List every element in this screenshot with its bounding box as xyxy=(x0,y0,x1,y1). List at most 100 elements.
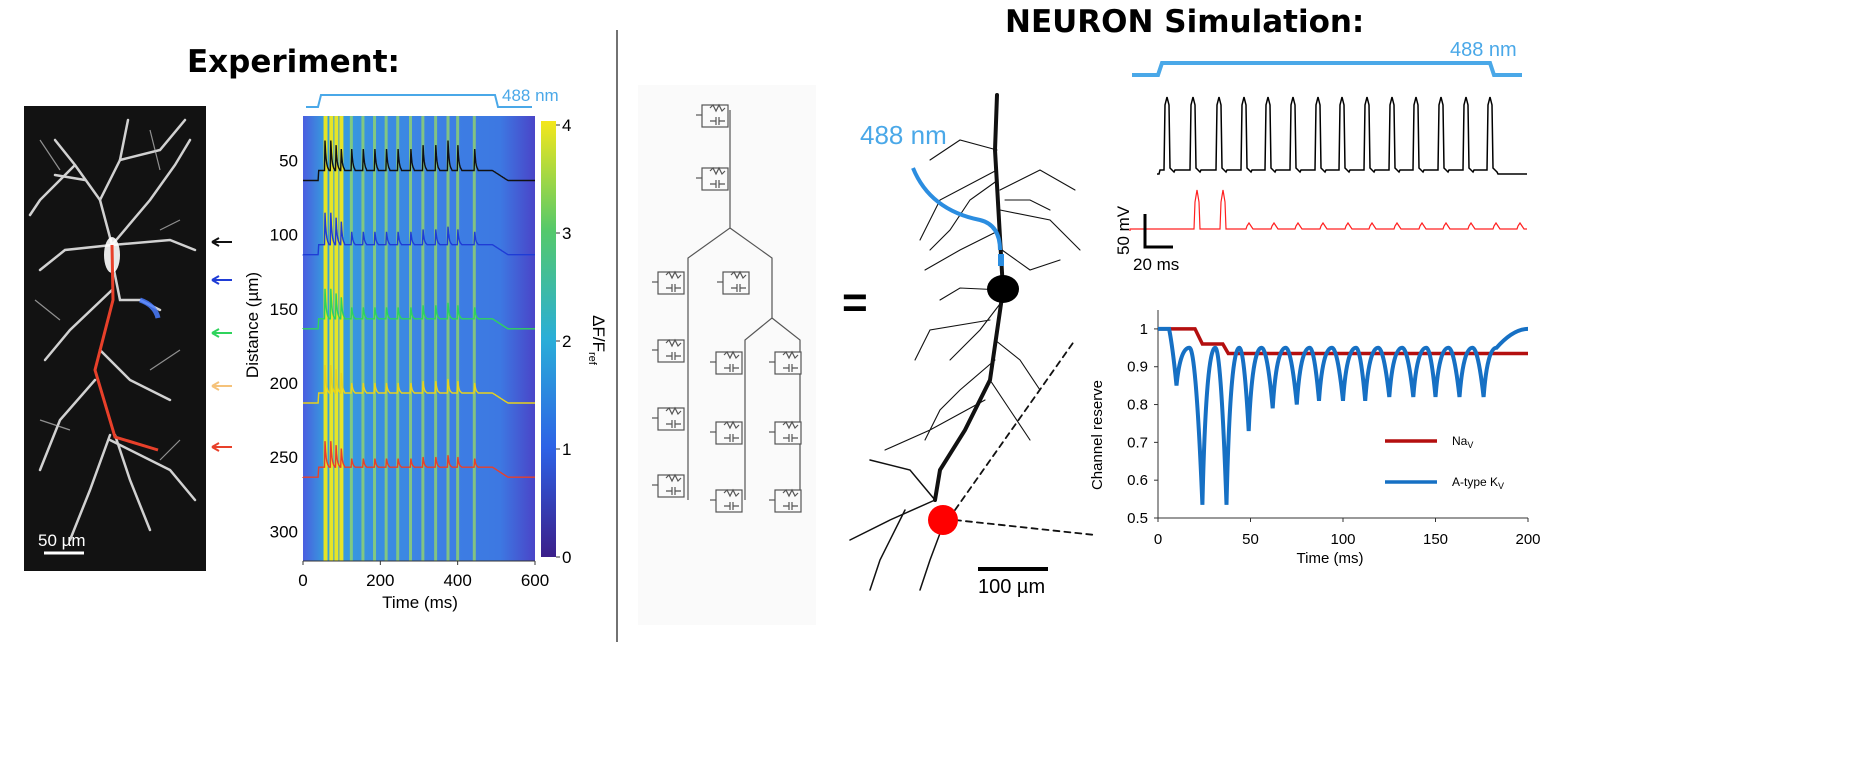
roi-arrows xyxy=(211,237,232,452)
neuron-micrograph: 50 µm xyxy=(24,106,206,571)
roi-arrow xyxy=(211,237,232,247)
kymo-y-label: Distance (µm) xyxy=(243,272,262,378)
rc-unit xyxy=(769,488,802,513)
photostim-spot xyxy=(139,297,161,319)
compartment-circuit xyxy=(638,85,816,625)
kymo-x-tick-label: 600 xyxy=(521,571,549,590)
legend-nav-sub: V xyxy=(1467,440,1473,450)
rc-unit xyxy=(710,420,743,445)
legend-nav-label: NaV xyxy=(1452,434,1473,450)
kymo-trace xyxy=(303,364,535,404)
reserve-x-tick-label: 100 xyxy=(1330,531,1355,548)
rc-unit xyxy=(769,420,802,445)
legend-nav-main: Na xyxy=(1452,434,1468,448)
micrograph-background xyxy=(24,106,206,571)
stim-site xyxy=(998,254,1004,266)
kymo-y-tick-label: 100 xyxy=(270,226,298,245)
dendrite-voltage-trace xyxy=(1129,189,1527,231)
rc-unit xyxy=(710,350,743,375)
spike-band xyxy=(334,116,339,561)
legend-kv-sub: V xyxy=(1498,481,1504,491)
rc-unit xyxy=(696,166,729,191)
kymo-spike-bands xyxy=(323,116,476,561)
reserve-y-label: Channel reserve xyxy=(1089,380,1106,490)
reserve-x-tick-label: 0 xyxy=(1154,531,1162,548)
colorbar-label: ΔF/F xyxy=(589,315,608,352)
reserve-y-tick-label: 0.7 xyxy=(1127,434,1148,451)
colorbar-label-sub: ref xyxy=(586,352,598,366)
reserve-y-tick-label: 0.8 xyxy=(1127,397,1148,414)
kymo-stim-trace xyxy=(306,94,532,108)
nav-series-line xyxy=(1158,327,1528,356)
experiment-title: Experiment: xyxy=(187,44,400,80)
rc-unit xyxy=(769,350,802,375)
spike-band xyxy=(396,116,400,561)
rc-unit xyxy=(717,270,750,295)
kymo-x-tick-label: 200 xyxy=(366,571,394,590)
spike-band xyxy=(329,116,334,561)
kymo-trace xyxy=(303,140,535,182)
reserve-x-tick-label: 50 xyxy=(1242,531,1259,548)
reserve-y-tick-label: 1 xyxy=(1140,321,1148,338)
rc-unit xyxy=(652,270,685,295)
kymo-y-tick-label: 200 xyxy=(270,374,298,393)
basal-dendrites xyxy=(884,287,1041,451)
spike-band xyxy=(421,116,425,561)
apical-tuft xyxy=(919,139,1081,271)
reserve-x-tick-label: 150 xyxy=(1423,531,1448,548)
voltage-traces-panel: 488 nm 50 mV 20 ms xyxy=(1114,39,1527,274)
kymo-y-tick-label: 300 xyxy=(270,522,298,541)
roi-arrow xyxy=(211,328,232,338)
spike-band xyxy=(323,116,328,561)
spike-band xyxy=(446,116,450,561)
cartoon-stim-label: 488 nm xyxy=(860,120,947,150)
kymo-x-tick-label: 400 xyxy=(443,571,471,590)
kymo-trace xyxy=(302,288,535,330)
roi-arrow xyxy=(211,442,232,452)
kymo-x-label: Time (ms) xyxy=(382,593,458,612)
recording-site-red xyxy=(928,505,958,535)
spike-band xyxy=(361,116,365,561)
axon-branches xyxy=(849,459,946,591)
spike-band xyxy=(349,116,353,561)
spike-band xyxy=(472,116,476,561)
micrograph-scalebar-label: 50 µm xyxy=(38,531,86,550)
reserve-x-tick-label: 200 xyxy=(1515,531,1540,548)
kymo-stim-label: 488 nm xyxy=(502,86,559,105)
reserve-y-tick-label: 0.5 xyxy=(1127,510,1148,527)
equals-sign: = xyxy=(842,278,868,327)
zoom-line-top xyxy=(954,339,1076,511)
roi-arrow xyxy=(211,381,232,391)
reserve-x-ticks: 0 50 100 150 200 xyxy=(1154,518,1541,548)
trace-scalebar xyxy=(1143,214,1173,249)
zoom-line-bottom xyxy=(954,519,1096,536)
reserve-x-label: Time (ms) xyxy=(1297,550,1364,567)
colorbar-tick-label: 1 xyxy=(562,440,571,459)
kymo-traces xyxy=(302,140,535,478)
colorbar-label-group: ΔF/Fref xyxy=(586,315,608,366)
spike-band xyxy=(384,116,388,561)
soma-voltage-trace xyxy=(1157,96,1527,175)
trace-path xyxy=(93,244,159,452)
kymo-y-tick-label: 50 xyxy=(279,152,298,171)
colorbar-tick-label: 4 xyxy=(562,116,571,135)
kymo-trace xyxy=(302,441,535,478)
sim-stim-trace xyxy=(1132,61,1522,77)
scale-mv-label: 50 mV xyxy=(1114,205,1133,255)
circuit-units xyxy=(652,103,802,513)
scale-ms-label: 20 ms xyxy=(1133,255,1179,274)
light-arrow xyxy=(911,167,1002,251)
spike-band xyxy=(408,116,412,561)
kymo-y-tick-label: 150 xyxy=(270,300,298,319)
colorbar-tick-label: 2 xyxy=(562,332,571,351)
kymo-trace xyxy=(302,212,535,256)
circuit-wires xyxy=(687,110,801,500)
colorbar xyxy=(541,121,556,557)
rc-unit xyxy=(710,488,743,513)
kymo-y-tick-label: 250 xyxy=(270,448,298,467)
rc-unit xyxy=(652,473,685,498)
legend-kv-label: A-type KV xyxy=(1452,475,1504,491)
